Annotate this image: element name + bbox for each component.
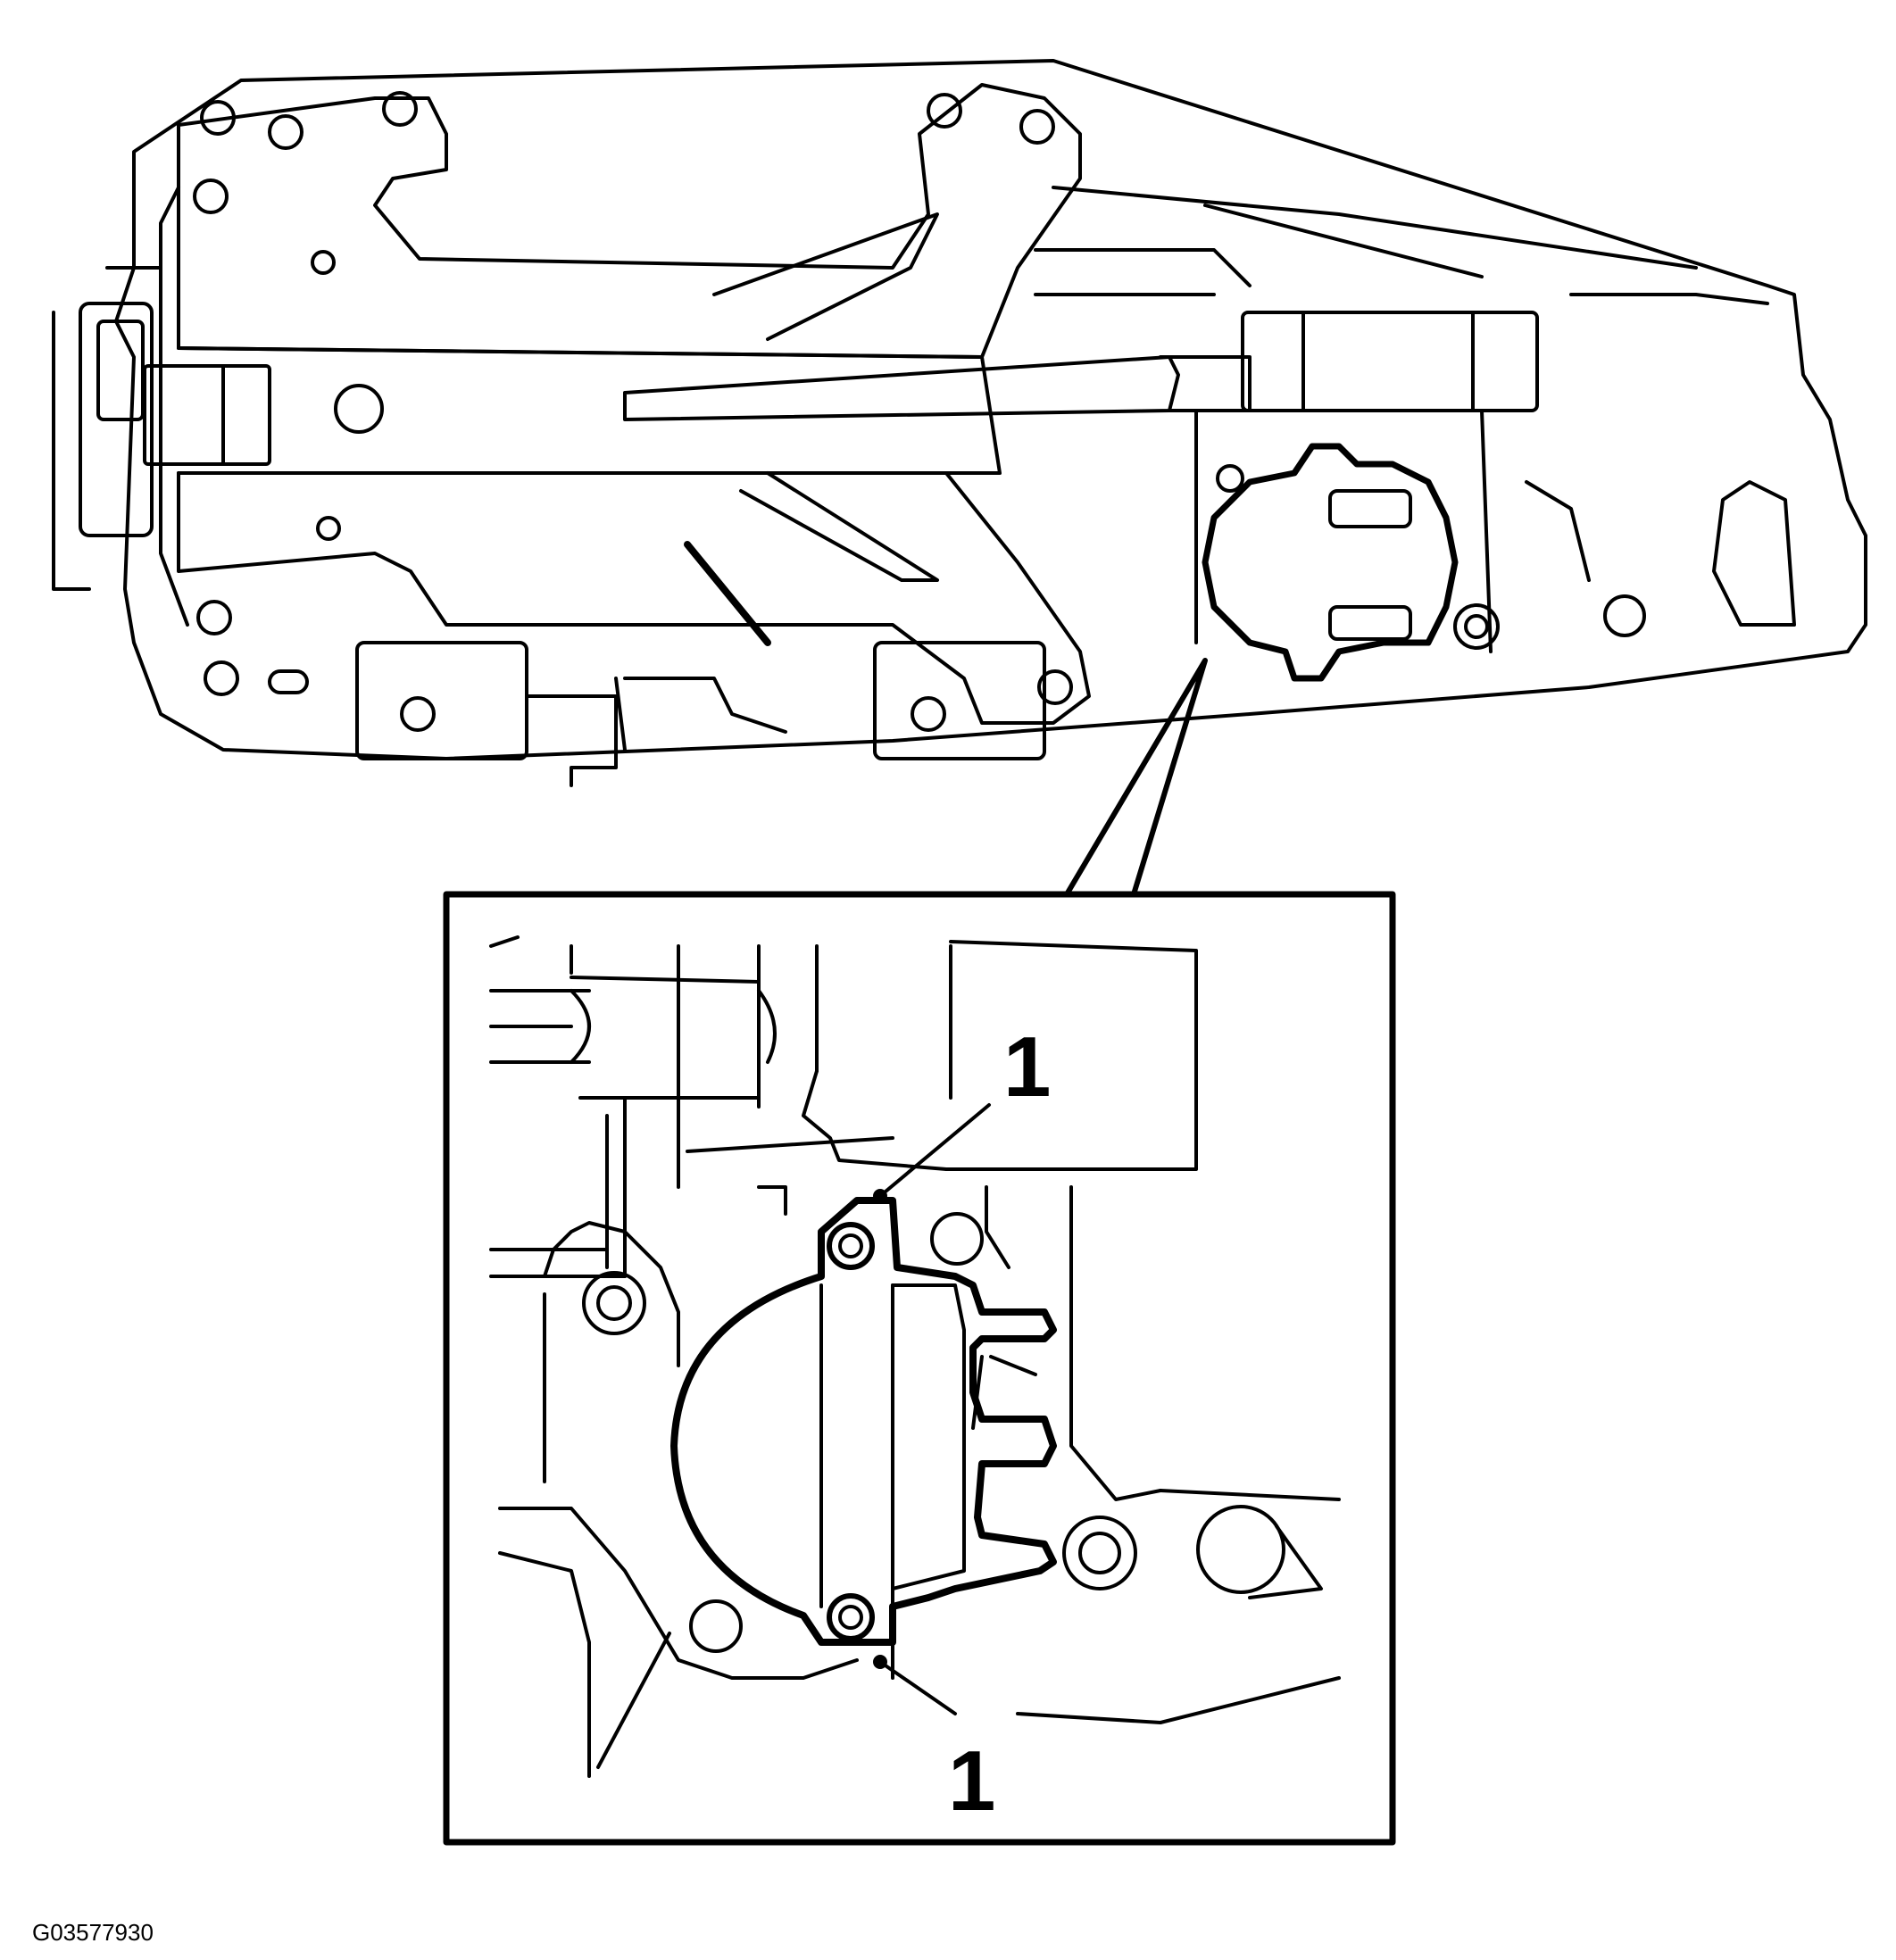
- mount-bolt-inner: [1078, 1532, 1121, 1574]
- bolt-circle: [400, 696, 436, 732]
- sensor-bolt-bottom: [827, 1593, 875, 1641]
- bolt-circle: [1019, 109, 1055, 145]
- lower-bracket: [177, 471, 1091, 725]
- mount-bolt: [1062, 1516, 1137, 1590]
- bolt-circle: [200, 100, 236, 136]
- upper-bracket: [177, 83, 1082, 359]
- bolt-circle: [193, 179, 229, 214]
- bolt-circle: [1037, 669, 1073, 705]
- sensor-bolt-top: [827, 1222, 875, 1270]
- bolt-circle: [268, 114, 304, 150]
- bolt-circle: [196, 600, 232, 635]
- callout-label-top: 1: [1003, 1019, 1052, 1115]
- bolt-circle: [204, 660, 239, 696]
- detail-frame: [443, 891, 1396, 1846]
- figure-id: G03577930: [32, 1919, 154, 1946]
- callout-leader-top: [878, 1103, 991, 1198]
- detail-box: [443, 891, 1396, 1846]
- sensor-overview-highlight: [1202, 443, 1459, 682]
- detail-leader: [1064, 658, 1208, 897]
- callout-label-bottom: 1: [948, 1733, 996, 1829]
- bolt-circle: [311, 250, 336, 275]
- mount-bolt: [582, 1271, 646, 1335]
- housing-outline: [114, 59, 1867, 760]
- bolt-circle: [911, 696, 946, 732]
- mount-bolt-inner: [596, 1285, 632, 1321]
- bolt-circle: [382, 91, 418, 127]
- bolt-circle: [334, 384, 384, 434]
- mount-bolt: [689, 1599, 743, 1653]
- mount-bolt: [930, 1212, 984, 1266]
- overview-housing: [52, 59, 1867, 787]
- bolt-circle: [927, 93, 962, 129]
- bolt-circle: [316, 516, 341, 541]
- callout-leader-bottom: [878, 1660, 957, 1715]
- sensor-housing: [670, 1197, 1057, 1646]
